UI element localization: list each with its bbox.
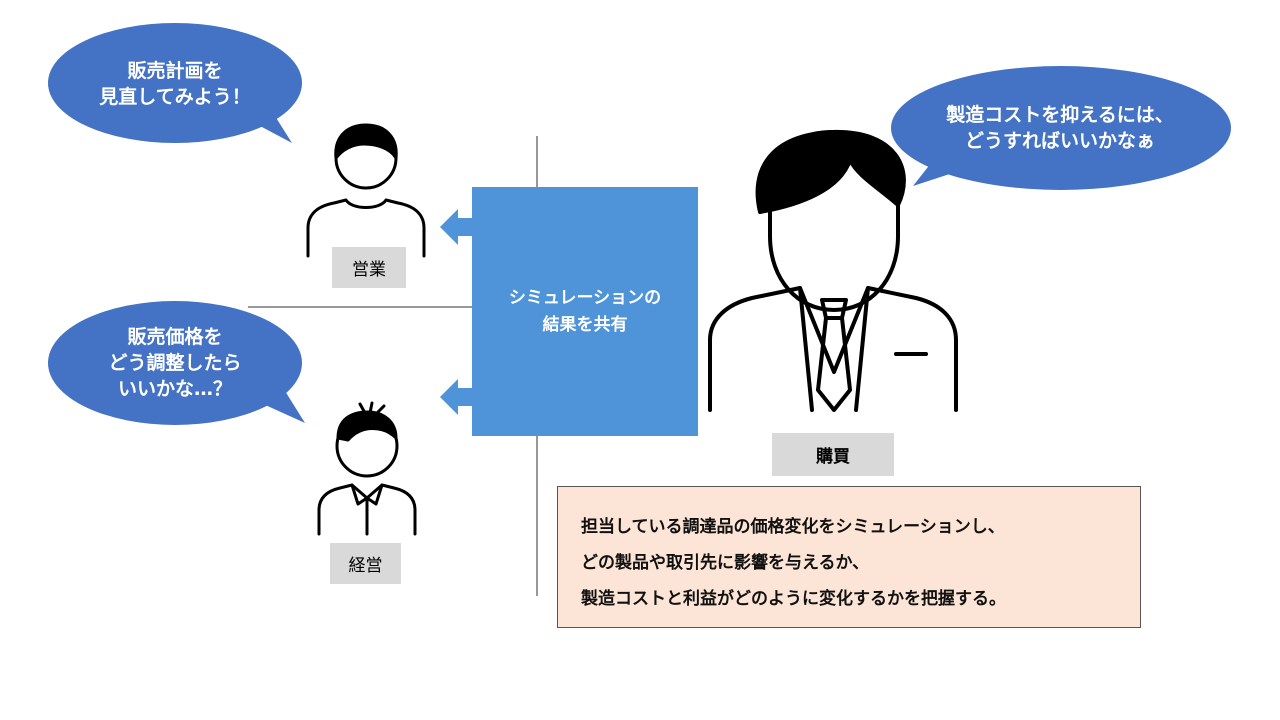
purchasing-person-icon <box>708 129 958 412</box>
management-role-label: 経営 <box>330 543 401 584</box>
arrow-to-sales-icon <box>440 209 472 245</box>
note-line: 製造コストと利益がどのように変化するかを把握する。 <box>581 589 1006 609</box>
sales-speech-text: 販売計画を 見直してみよう！ <box>99 60 251 108</box>
sales-speech-bubble <box>48 23 302 143</box>
note-line: 担当している調達品の価格変化をシミュレーションし、 <box>581 517 1005 537</box>
sales-person-icon <box>306 123 426 258</box>
purchasing-description-box: 担当している調達品の価格変化をシミュレーションし、 どの製品や取引先に影響を与え… <box>557 486 1141 628</box>
purchasing-role-label: 購買 <box>772 433 894 476</box>
shared-simulation-box: シミュレーションの 結果を共有 <box>472 187 698 436</box>
note-line: どの製品や取引先に影響を与えるか、 <box>581 553 870 573</box>
center-box-line: 結果を共有 <box>542 314 628 335</box>
sales-role-label: 営業 <box>332 247 406 288</box>
purchasing-speech-text: 製造コストを抑えるには、 どうすればいいかなぁ <box>946 104 1174 152</box>
center-box-line: シミュレーションの <box>508 287 662 308</box>
purchasing-speech-bubble <box>891 66 1231 190</box>
management-speech-bubble <box>48 301 305 425</box>
management-person-icon <box>317 401 417 536</box>
management-speech-text: 販売価格を どう調整したら いいかな…？ <box>108 326 242 400</box>
arrow-to-management-icon <box>440 379 472 415</box>
